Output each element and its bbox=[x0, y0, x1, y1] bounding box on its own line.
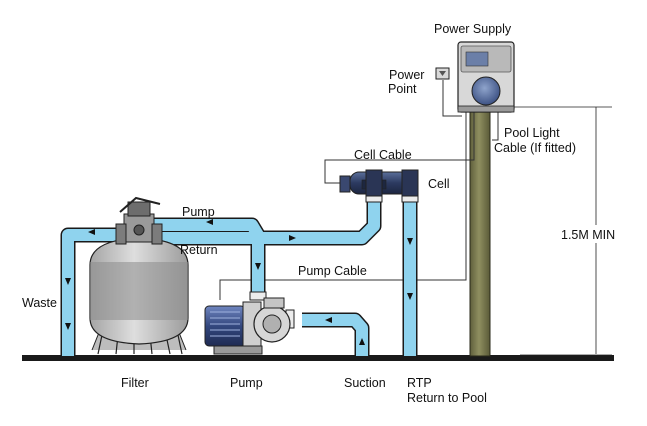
power-cables bbox=[219, 80, 499, 300]
rtp-label: RTP bbox=[407, 376, 432, 390]
min-height-label: 1.5M MIN bbox=[560, 228, 617, 242]
mounting-post bbox=[469, 105, 491, 357]
pool-light-label-line1: Pool Light bbox=[504, 126, 560, 140]
pump-label: Pump bbox=[230, 376, 263, 390]
filter-tank-icon bbox=[89, 196, 189, 355]
ground-line bbox=[22, 355, 614, 361]
flow-arrows bbox=[65, 219, 413, 345]
cell-label: Cell bbox=[428, 177, 450, 191]
pump-cable-label: Pump Cable bbox=[298, 264, 367, 278]
cell-cable-label: Cell Cable bbox=[354, 148, 412, 162]
pump-line-label: Pump bbox=[182, 205, 215, 219]
power-supply-label: Power Supply bbox=[434, 22, 512, 36]
power-point-label-line2: Point bbox=[388, 82, 417, 96]
power-supply-unit-icon bbox=[457, 41, 515, 113]
return-to-pool-label: Return to Pool bbox=[407, 391, 487, 405]
power-point-socket-icon bbox=[435, 67, 450, 80]
return-line-label: Return bbox=[180, 243, 218, 257]
power-point-label-line1: Power bbox=[389, 68, 425, 82]
chlorinator-cell-icon bbox=[339, 169, 419, 197]
pipe-fittings bbox=[249, 192, 419, 329]
suction-label: Suction bbox=[344, 376, 386, 390]
filter-label: Filter bbox=[121, 376, 149, 390]
waste-label: Waste bbox=[22, 296, 57, 310]
pool-light-label-line2: Cable (If fitted) bbox=[494, 141, 576, 155]
pump-icon bbox=[204, 297, 291, 355]
